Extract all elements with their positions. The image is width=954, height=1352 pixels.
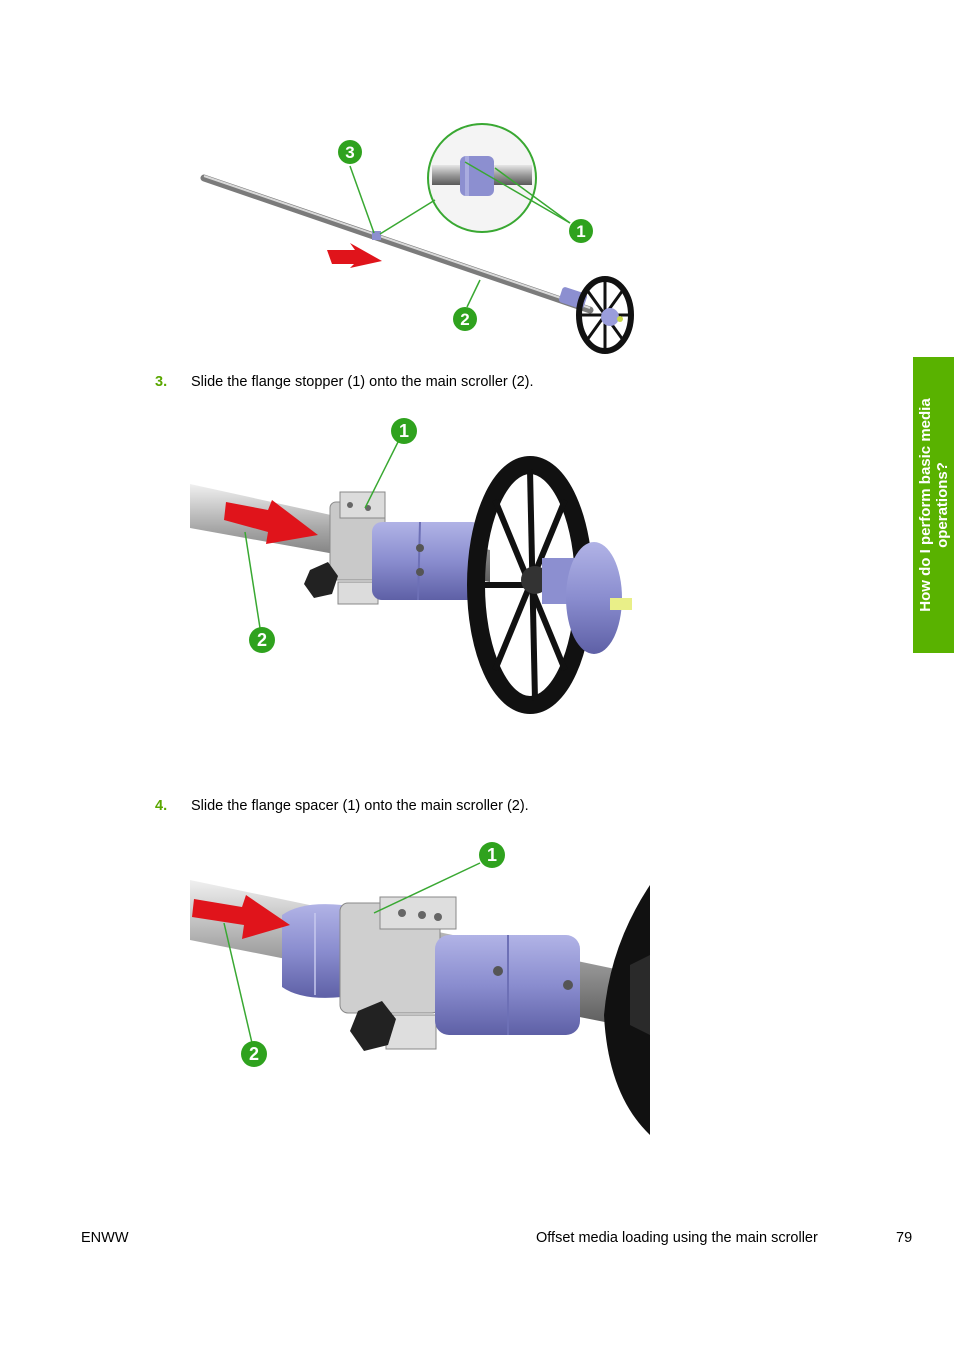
footer-doc-code: ENWW (81, 1230, 129, 1246)
direction-arrow (327, 243, 382, 268)
chapter-side-tab: How do I perform basic media operations? (913, 357, 954, 653)
flange-stopper (339, 896, 457, 1051)
figure-flange-spacer-svg: 1 2 (190, 842, 650, 1135)
svg-text:2: 2 (257, 630, 267, 650)
stopper-mark (372, 231, 381, 240)
figure-flange-spacer: 1 2 (190, 835, 650, 1135)
direction-arrow (192, 895, 290, 939)
flange-stopper (304, 491, 386, 605)
chapter-side-tab-label: How do I perform basic media operations? (916, 398, 951, 612)
callout-1: 1 (391, 418, 417, 444)
step-number: 3. (155, 374, 168, 390)
svg-text:2: 2 (460, 310, 469, 329)
purple-hub (372, 521, 482, 601)
flange-wheel (604, 885, 650, 1135)
callout-3: 3 (338, 140, 362, 164)
figure-flange-stopper: 1 2 (190, 410, 650, 750)
svg-text:1: 1 (487, 845, 497, 865)
footer-page-number: 79 (896, 1230, 913, 1246)
step-number: 4. (155, 798, 168, 814)
svg-text:3: 3 (345, 143, 354, 162)
knob (304, 562, 338, 598)
flange-wheel (576, 276, 634, 354)
main-scroller-rod (200, 174, 594, 314)
svg-text:1: 1 (399, 421, 409, 441)
magnified-detail (427, 123, 537, 233)
direction-arrow (224, 500, 318, 544)
flange-spacer (282, 904, 342, 998)
step-text: Slide the flange stopper (1) onto the ma… (191, 374, 534, 390)
callout-2: 2 (241, 1041, 267, 1067)
svg-text:2: 2 (249, 1044, 259, 1064)
outer-flange (542, 542, 632, 654)
footer-section-title: Offset media loading using the main scro… (536, 1230, 818, 1246)
svg-text:1: 1 (576, 222, 585, 241)
step-text: Slide the flange spacer (1) onto the mai… (191, 798, 529, 814)
knob (350, 1001, 396, 1051)
purple-hub (435, 935, 580, 1035)
callout-1: 1 (569, 219, 593, 243)
figure-flange-stopper-svg: 1 2 (190, 418, 632, 714)
figure-scroller-overview: 3 1 2 (190, 110, 650, 360)
callout-2: 2 (453, 307, 477, 331)
callout-2: 2 (249, 627, 275, 653)
callout-1: 1 (479, 842, 505, 868)
figure-scroller-overview-svg: 3 1 2 (200, 123, 634, 354)
